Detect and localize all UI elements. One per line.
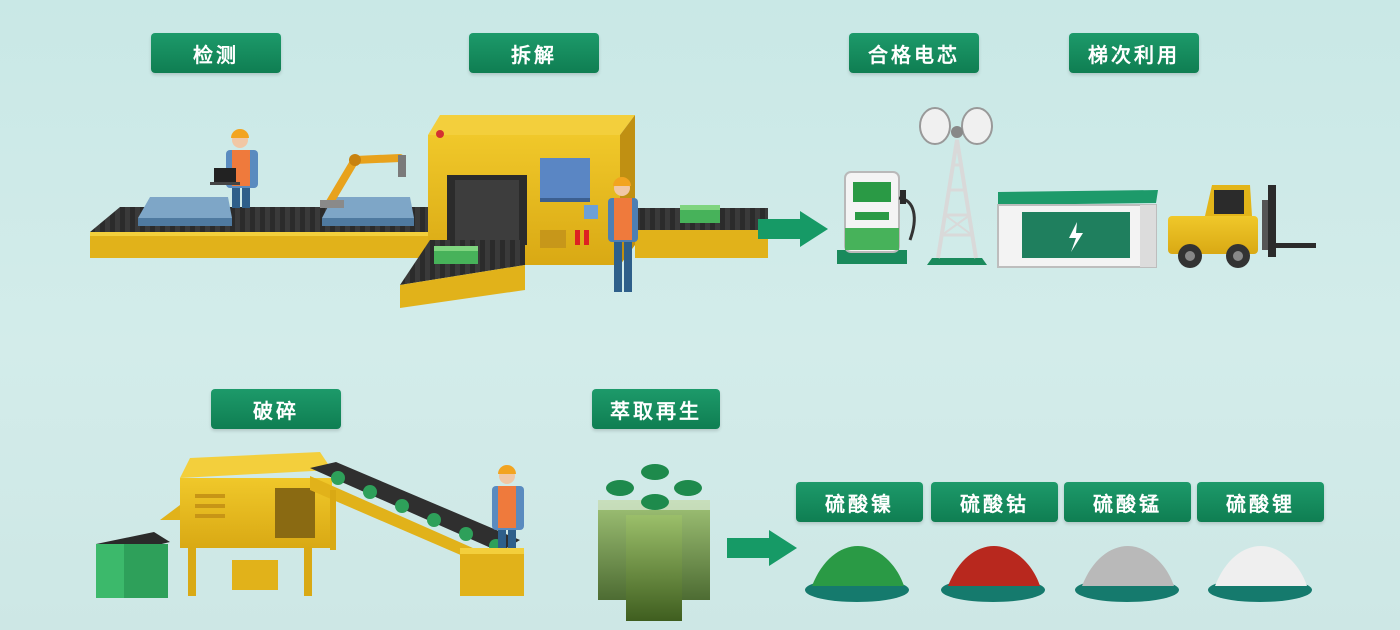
label-lithium-sulfate: 硫酸锂 (1197, 482, 1324, 522)
lower-conveyor (400, 240, 525, 308)
label-extract: 萃取再生 (592, 389, 720, 429)
worker-detect (210, 129, 258, 208)
top-arrow (758, 211, 828, 247)
cobalt-sulfate-pile (941, 546, 1045, 602)
crushing-machine (160, 452, 332, 596)
battery-pack-2 (322, 197, 414, 226)
inclined-conveyor (310, 462, 524, 596)
charging-station (837, 171, 916, 264)
label-crush: 破碎 (211, 389, 341, 429)
bottom-arrow (727, 530, 797, 566)
material-bin (96, 532, 170, 598)
label-qualified-cell: 合格电芯 (849, 33, 979, 73)
label-disassemble: 拆解 (469, 33, 599, 73)
energy-storage-container (997, 190, 1158, 268)
battery-pack-1 (138, 197, 232, 226)
worker-machine (584, 177, 638, 292)
manganese-sulfate-pile (1075, 546, 1179, 602)
wind-turbine (919, 107, 993, 265)
label-cascade-use: 梯次利用 (1069, 33, 1199, 73)
robot-arm (320, 154, 406, 208)
label-cobalt-sulfate: 硫酸钴 (931, 482, 1058, 522)
worker-crush (492, 465, 524, 548)
forklift (1168, 185, 1316, 268)
label-detect: 检测 (151, 33, 281, 73)
right-conveyor (635, 205, 768, 258)
extraction-jars (598, 464, 710, 621)
lithium-sulfate-pile (1208, 546, 1312, 602)
label-nickel-sulfate: 硫酸镍 (796, 482, 923, 522)
label-manganese-sulfate: 硫酸锰 (1064, 482, 1191, 522)
nickel-sulfate-pile (805, 546, 909, 602)
